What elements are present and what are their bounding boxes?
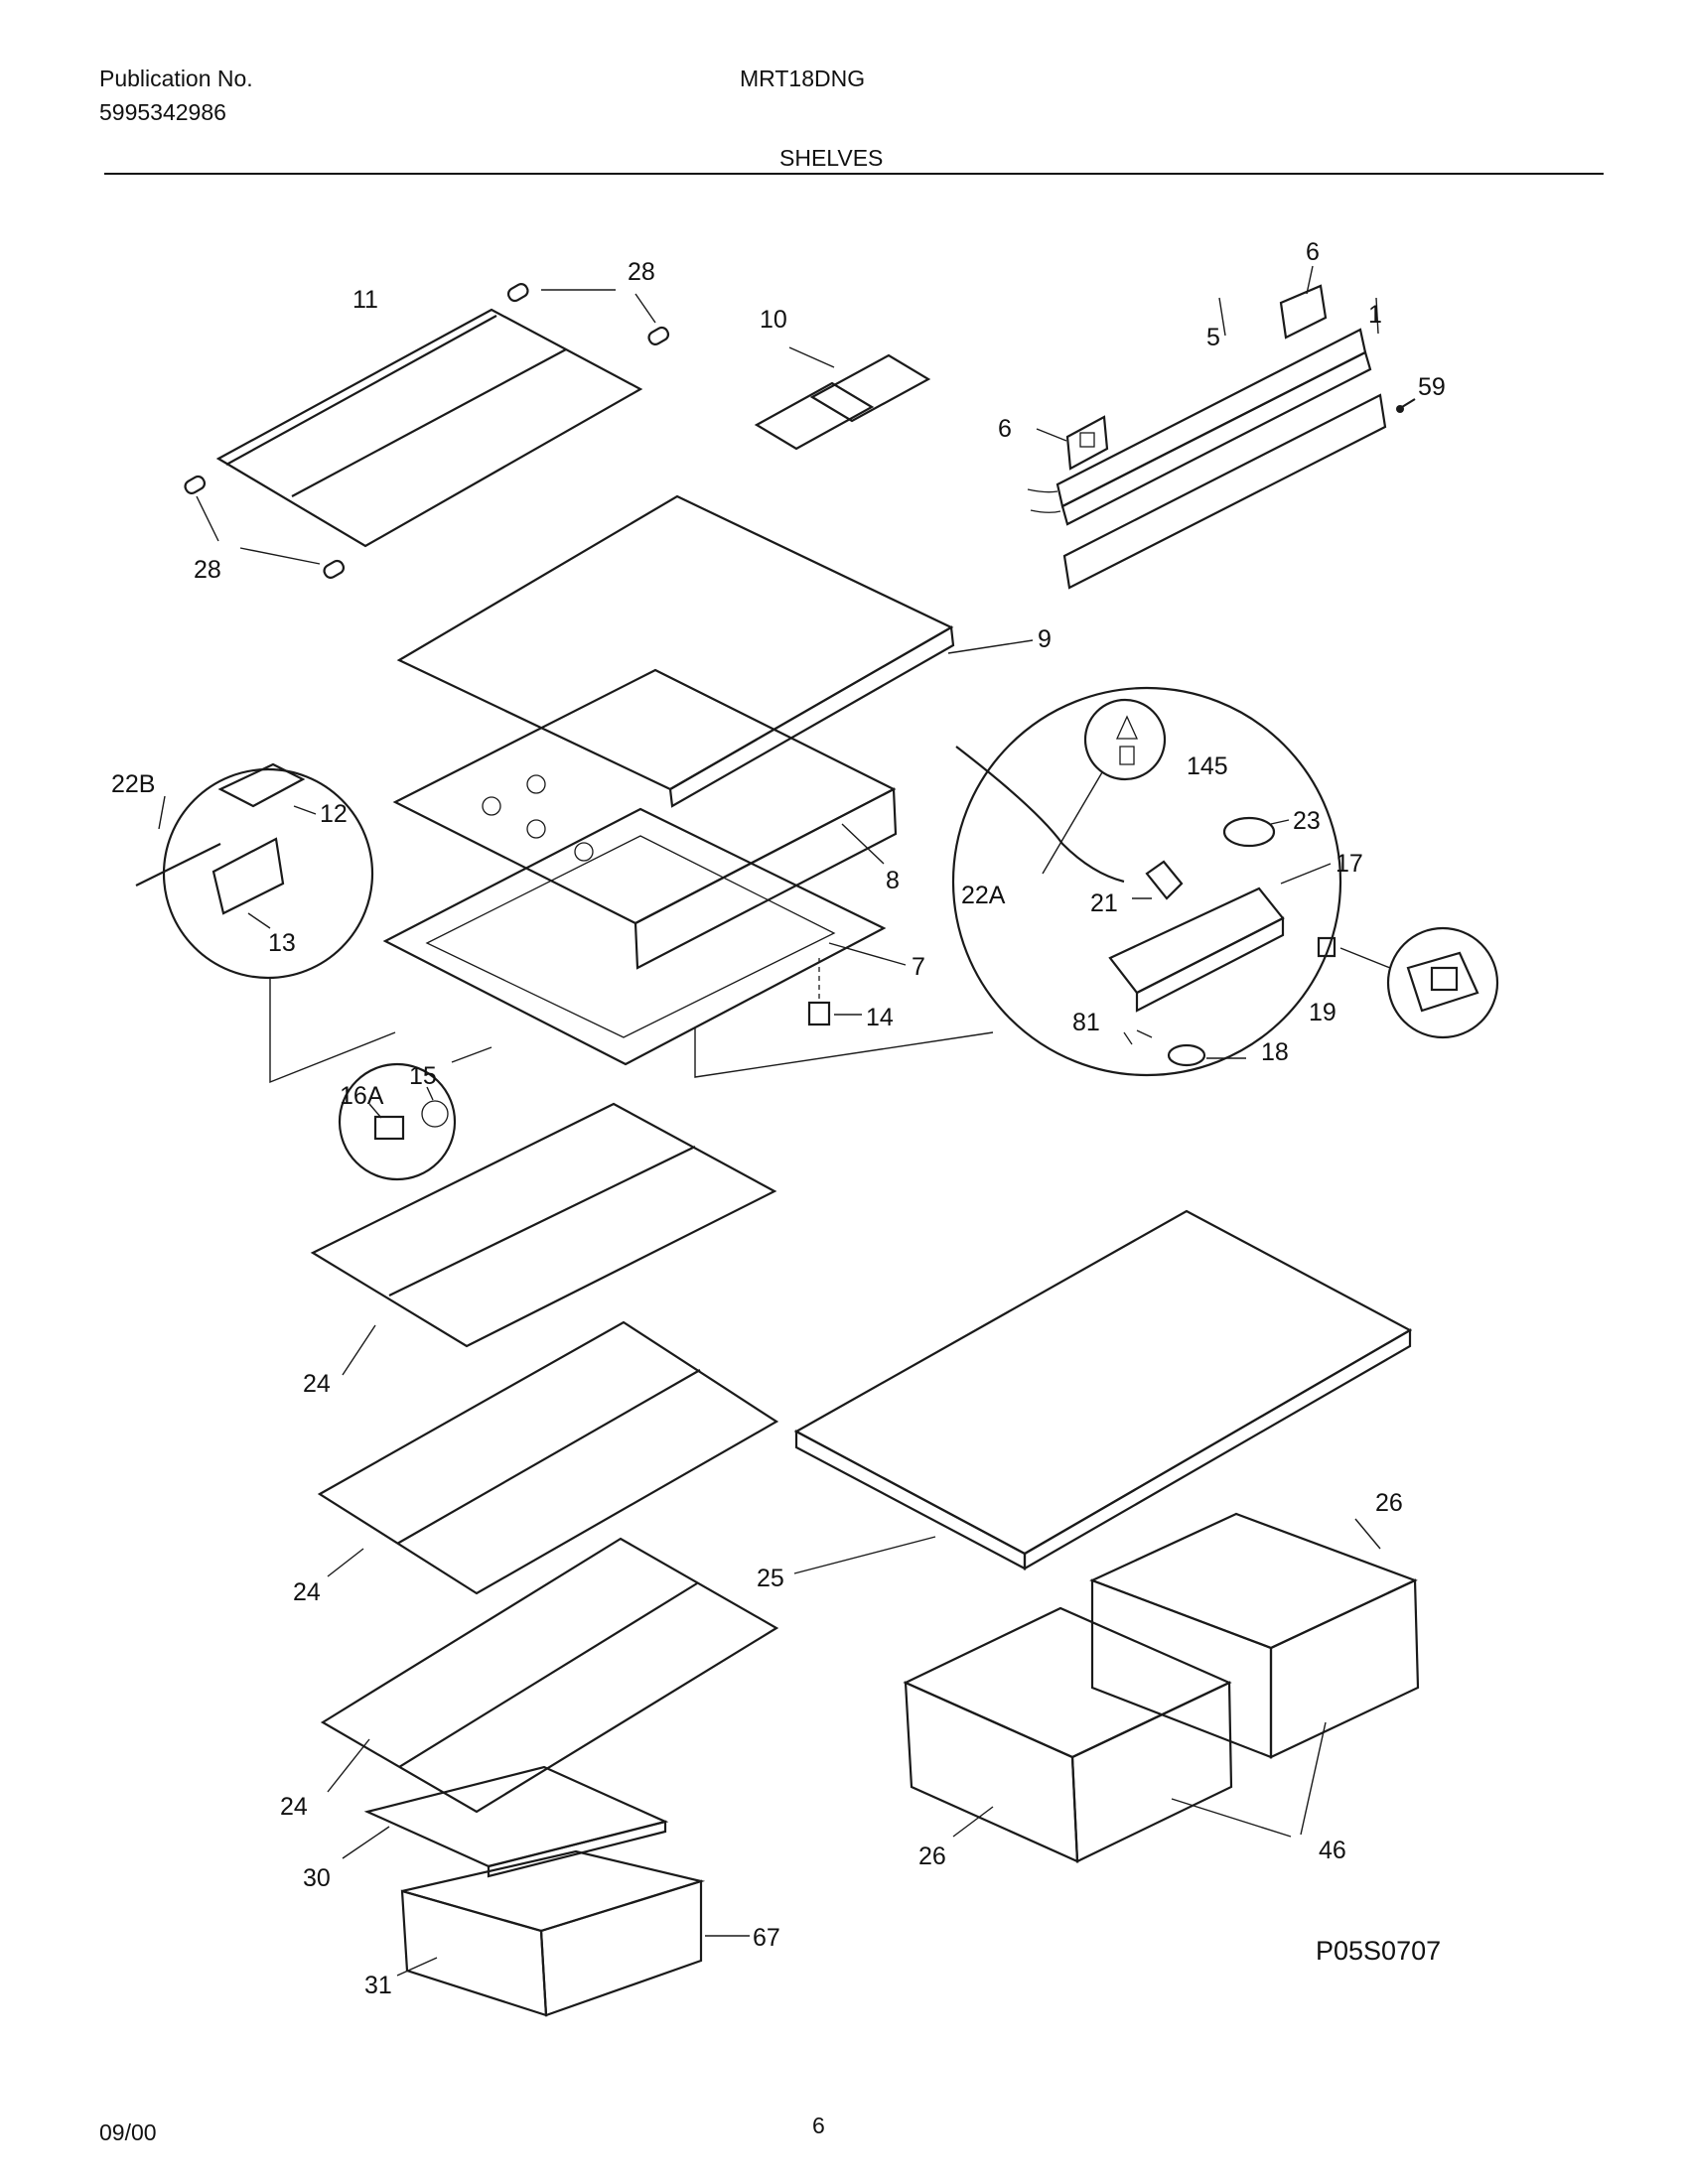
callout-16a: 16A — [340, 1082, 384, 1110]
callout-15: 15 — [409, 1062, 437, 1090]
callout-12: 12 — [320, 800, 348, 828]
callout-28: 28 — [194, 556, 221, 584]
part-24-wire-shelf-lower — [320, 1537, 779, 1814]
detail-15-16a — [338, 1062, 457, 1181]
page-number: 6 — [812, 2113, 825, 2138]
part-46-drawer-handles — [1171, 1721, 1327, 1838]
part-24-wire-shelf-upper — [310, 1102, 777, 1376]
callout-13: 13 — [268, 929, 296, 957]
callout-8: 8 — [886, 867, 900, 894]
callout-18: 18 — [1261, 1038, 1289, 1066]
callout-46: 46 — [1319, 1837, 1346, 1864]
detail-control-assembly — [951, 686, 1342, 1077]
part-7-shelf-frame — [382, 807, 907, 1066]
part-9-freezer-floor — [396, 494, 1034, 808]
part-25-glass-shelf — [793, 1209, 1413, 1574]
callout-25: 25 — [757, 1565, 784, 1592]
part-24-wire-shelf-middle — [317, 1320, 779, 1595]
callout-24: 24 — [303, 1370, 331, 1398]
callout-31: 31 — [364, 1972, 392, 1999]
callout-26: 26 — [1375, 1489, 1403, 1517]
callout-23: 23 — [1293, 807, 1321, 835]
part-1-rail-cover — [1062, 393, 1387, 590]
part-30-crisper-cover — [342, 1765, 669, 1878]
callout-30: 30 — [303, 1864, 331, 1892]
part-14-light-switch — [807, 958, 862, 1026]
part-8-control-housing — [392, 668, 898, 970]
callout-67: 67 — [753, 1924, 780, 1952]
part-26-crisper-left — [903, 1606, 1233, 1863]
callout-21: 21 — [1090, 889, 1118, 917]
callout-10: 10 — [760, 306, 787, 334]
part-11-freezer-wire-shelf — [215, 308, 643, 548]
callout-6: 6 — [1306, 238, 1320, 266]
callout-17: 17 — [1336, 850, 1363, 878]
publication-number: 5995342986 — [99, 99, 226, 125]
callout-28: 28 — [628, 258, 655, 286]
callout-22a: 22A — [961, 882, 1006, 909]
callout-9: 9 — [1038, 625, 1052, 653]
part-10-ice-trays — [754, 346, 931, 451]
callout-1: 1 — [1368, 301, 1382, 329]
callout-24: 24 — [280, 1793, 308, 1821]
part-31-meat-pan — [396, 1849, 750, 2017]
callout-6: 6 — [998, 415, 1012, 443]
callout-24: 24 — [293, 1578, 321, 1606]
detail-19-switch — [1339, 926, 1499, 1039]
callout-22b: 22B — [111, 770, 155, 798]
publication-date: 09/00 — [99, 2119, 157, 2145]
callout-81: 81 — [1072, 1009, 1100, 1036]
section-title: SHELVES — [779, 145, 884, 171]
callout-11: 11 — [352, 286, 378, 314]
diagram-code: P05S0707 — [1316, 1936, 1442, 1966]
callout-5: 5 — [1206, 324, 1220, 351]
callout-7: 7 — [912, 953, 925, 981]
callout-19: 19 — [1309, 999, 1336, 1026]
callout-14: 14 — [866, 1004, 894, 1031]
callout-59: 59 — [1418, 373, 1446, 401]
part-28-shelf-bushings — [184, 283, 670, 579]
part-26-crisper-right — [1089, 1512, 1420, 1759]
publication-label: Publication No. — [99, 66, 253, 91]
header-rule — [104, 173, 1604, 175]
part-6-rail-bracket — [1065, 284, 1328, 471]
model-number: MRT18DNG — [740, 66, 866, 91]
callout-145: 145 — [1187, 752, 1228, 780]
callout-26: 26 — [918, 1843, 946, 1870]
part-59-screw — [1396, 398, 1416, 413]
part-5-shelf-rail — [1027, 328, 1372, 526]
detail-12-13-22b — [135, 762, 374, 980]
